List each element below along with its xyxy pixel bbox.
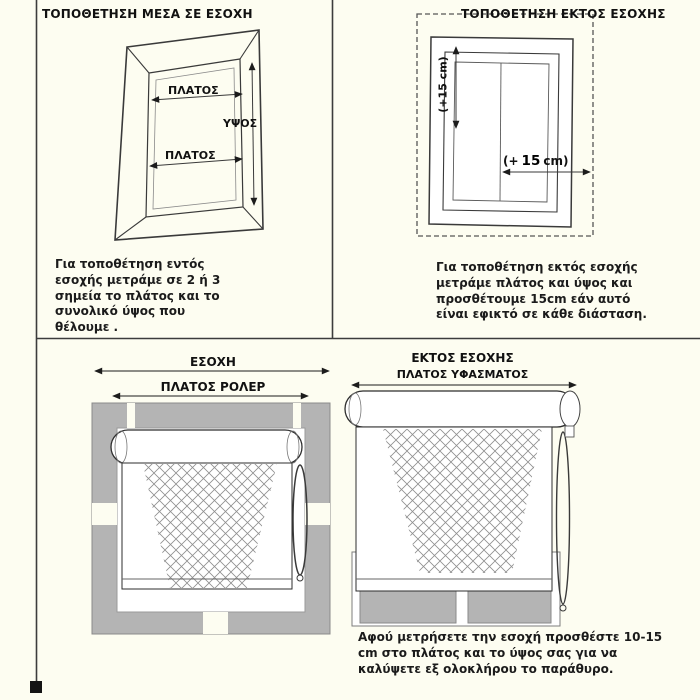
fabric-width-label: ΠΛΑΤΟΣ ΥΦΑΣΜΑΤΟΣ xyxy=(396,368,529,381)
width-arrow-top xyxy=(151,91,243,103)
roller-width-label: ΠΛΑΤΟΣ ΡΟΛΕΡ xyxy=(160,380,266,394)
final-instruction: Αφού μετρήσετε την εσοχή προσθέστε 10-15… xyxy=(358,630,663,676)
chain-loop xyxy=(555,431,571,605)
frame-gap-right xyxy=(305,503,330,525)
section-title-outside-recess: ΤΟΠΟΘΕΤΗΣΗ ΕΚΤΟΣ ΕΣΟΧΗΣ xyxy=(461,7,666,21)
window-mid-frame xyxy=(442,51,560,213)
window-sill-right xyxy=(467,589,552,624)
frame-gap-top-right xyxy=(293,403,301,428)
corner-mark xyxy=(30,681,42,693)
width-plus-suffix: cm) xyxy=(543,154,569,168)
recess-roller-drawing xyxy=(91,367,331,635)
roller-tube xyxy=(344,390,576,428)
fabric-texture xyxy=(143,464,277,588)
roller-tube xyxy=(110,429,303,465)
frame-gap-bottom xyxy=(203,612,228,634)
roller-end-cap-right xyxy=(286,430,300,464)
window-inner-frame xyxy=(452,61,550,203)
section-title-inside-recess: ΤΟΠΟΘΕΤΗΣΗ ΜΕΣΑ ΣΕ ΕΣΟΧΗ xyxy=(42,7,253,21)
divider-lines xyxy=(35,0,700,692)
recess-outer-frame xyxy=(114,29,264,241)
fabric-texture xyxy=(383,429,542,573)
frame-gap-top-left xyxy=(127,403,135,428)
frame-gap-left xyxy=(92,503,117,525)
outside-recess-description: Για τοποθέτηση εκτός εσοχής μετράμε πλάτ… xyxy=(436,260,647,322)
width-plus-value: 15 xyxy=(521,153,541,169)
recess-label: ΕΣΟΧΗ xyxy=(190,355,236,369)
recess-inner-frame xyxy=(145,58,244,218)
outside-roller-drawing xyxy=(344,381,581,627)
chain-bead xyxy=(296,574,304,582)
width-arrow-bottom xyxy=(149,156,243,169)
height-arrow xyxy=(248,62,258,206)
roller-end-cap-left xyxy=(114,430,128,464)
outside-recess-title: ΕΚΤΟΣ ΕΣΟΧΗΣ xyxy=(411,351,514,365)
inside-recess-description: Για τοποθέτηση εντός εσοχής μετράμε σε 2… xyxy=(55,257,221,335)
roller-end-cap-left xyxy=(348,392,362,426)
height-label: ΥΨΟΣ xyxy=(223,117,258,130)
recess-corner-lines xyxy=(114,29,264,241)
blind-extent-dashed-box xyxy=(416,13,594,237)
recess-window-drawing xyxy=(114,29,264,241)
height-plus-label: (+15 cm) xyxy=(436,56,450,113)
chain-bead xyxy=(559,604,567,612)
window-sill-left xyxy=(359,589,457,624)
chain-bracket xyxy=(564,425,575,438)
outside-window-drawing xyxy=(416,13,594,237)
window-outer-frame xyxy=(428,36,574,228)
width-plus-prefix: (+ xyxy=(503,154,519,168)
window-mullion xyxy=(499,62,502,202)
width-label-top: ΠΛΑΤΟΣ xyxy=(168,84,219,97)
width-label-bottom: ΠΛΑΤΟΣ xyxy=(165,149,216,162)
roller-end-cap-right xyxy=(559,390,581,428)
